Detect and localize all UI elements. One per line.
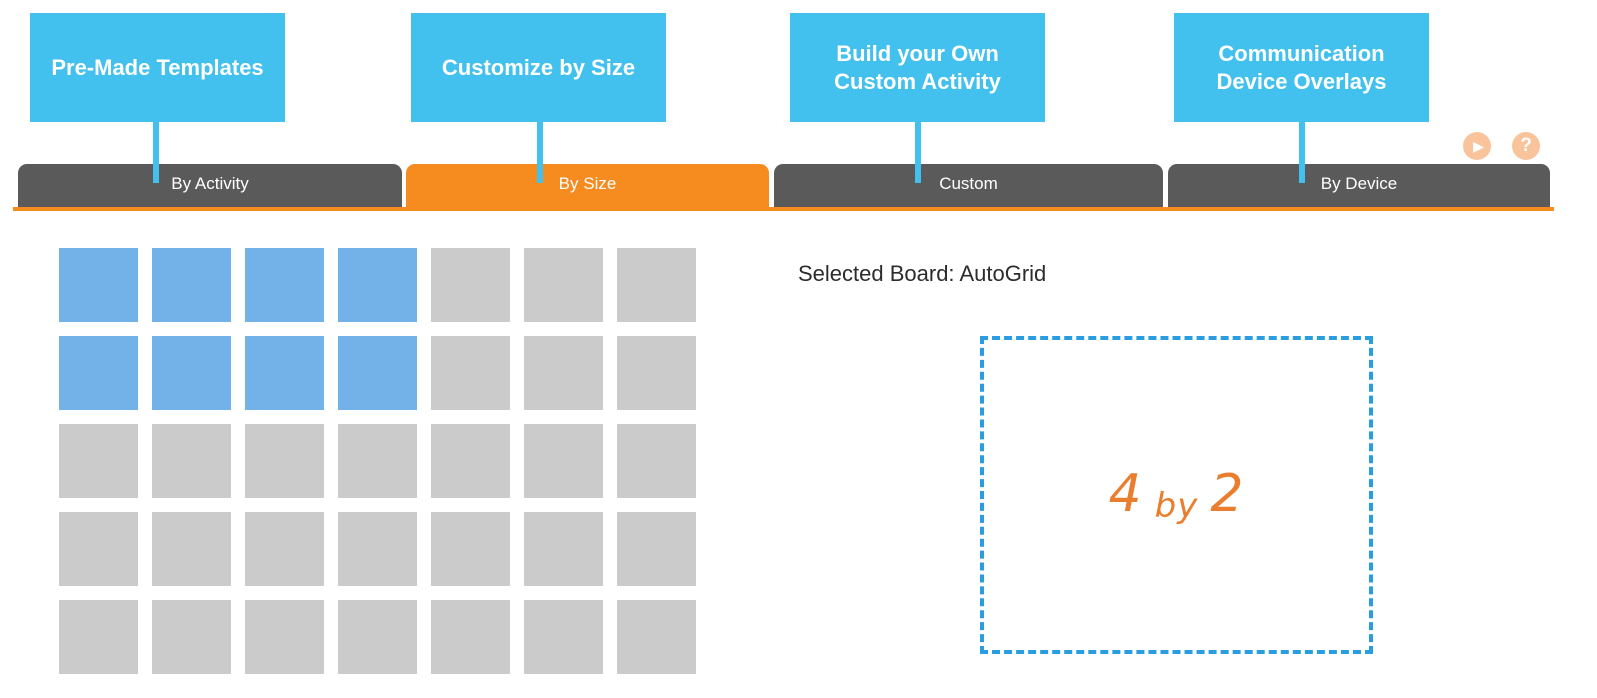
grid-cell[interactable] <box>524 512 603 586</box>
grid-cell[interactable] <box>524 248 603 322</box>
callout-text: Customize by Size <box>441 54 636 80</box>
tab-by-activity[interactable]: By Activity <box>18 164 402 207</box>
grid-cell-selected[interactable] <box>59 248 138 322</box>
callout-customize-by-size: Customize by Size <box>411 13 666 122</box>
grid-cell[interactable] <box>431 248 510 322</box>
board-preview: 4 by 2 <box>980 336 1373 654</box>
callout-text: Build your Own Custom Activity <box>834 40 1001 94</box>
callout-pre-made-templates: Pre-Made Templates <box>30 13 285 122</box>
grid-cell[interactable] <box>617 336 696 410</box>
grid-cell[interactable] <box>524 336 603 410</box>
grid-cell-selected[interactable] <box>59 336 138 410</box>
preview-columns: 4 <box>1108 464 1143 524</box>
grid-cell[interactable] <box>152 424 231 498</box>
tab-bar-underline <box>13 207 1554 211</box>
grid-cell[interactable] <box>431 600 510 674</box>
grid-cell-selected[interactable] <box>245 336 324 410</box>
grid-cell[interactable] <box>617 600 696 674</box>
tab-label: By Device <box>1320 173 1398 193</box>
callout-connector <box>537 121 543 183</box>
grid-cell[interactable] <box>152 600 231 674</box>
tab-by-device[interactable]: By Device <box>1168 164 1550 207</box>
preview-by: by <box>1154 486 1199 526</box>
callout-connector <box>153 121 159 183</box>
grid-cell[interactable] <box>245 424 324 498</box>
grid-cell[interactable] <box>59 424 138 498</box>
grid-cell[interactable] <box>431 512 510 586</box>
callout-connector <box>915 121 921 183</box>
callout-text: Pre-Made Templates <box>51 54 264 80</box>
grid-cell[interactable] <box>431 424 510 498</box>
grid-cell[interactable] <box>524 424 603 498</box>
grid-cell[interactable] <box>152 512 231 586</box>
tab-label: By Activity <box>171 173 249 193</box>
grid-cell[interactable] <box>617 512 696 586</box>
grid-cell-selected[interactable] <box>245 248 324 322</box>
grid-cell[interactable] <box>431 336 510 410</box>
help-glyph: ? <box>1520 135 1532 156</box>
preview-size-text: 4 by 2 <box>1109 464 1245 526</box>
callout-communication-device-overlays: Communication Device Overlays <box>1174 13 1429 122</box>
preview-rows: 2 <box>1210 464 1245 524</box>
grid-cell[interactable] <box>338 512 417 586</box>
play-glyph: ▶ <box>1473 137 1484 154</box>
grid-cell[interactable] <box>617 248 696 322</box>
grid-cell[interactable] <box>338 600 417 674</box>
help-icon[interactable]: ? <box>1512 132 1540 160</box>
grid-cell[interactable] <box>59 512 138 586</box>
tab-by-size[interactable]: By Size <box>406 164 769 207</box>
grid-cell-selected[interactable] <box>152 248 231 322</box>
grid-cell-selected[interactable] <box>152 336 231 410</box>
grid-cell[interactable] <box>245 512 324 586</box>
size-grid <box>59 248 696 674</box>
tab-label: Custom <box>939 173 998 193</box>
grid-cell[interactable] <box>245 600 324 674</box>
callout-connector <box>1299 121 1305 183</box>
grid-cell[interactable] <box>338 424 417 498</box>
play-icon[interactable]: ▶ <box>1463 132 1491 160</box>
grid-cell[interactable] <box>617 424 696 498</box>
selected-board-label: Selected Board: AutoGrid <box>798 261 1047 286</box>
tab-custom[interactable]: Custom <box>774 164 1163 207</box>
callout-text: Communication Device Overlays <box>1216 40 1387 94</box>
grid-cell[interactable] <box>59 600 138 674</box>
callout-build-custom-activity: Build your Own Custom Activity <box>790 13 1045 122</box>
grid-cell[interactable] <box>524 600 603 674</box>
tab-label: By Size <box>558 173 617 193</box>
grid-cell-selected[interactable] <box>338 248 417 322</box>
grid-cell-selected[interactable] <box>338 336 417 410</box>
